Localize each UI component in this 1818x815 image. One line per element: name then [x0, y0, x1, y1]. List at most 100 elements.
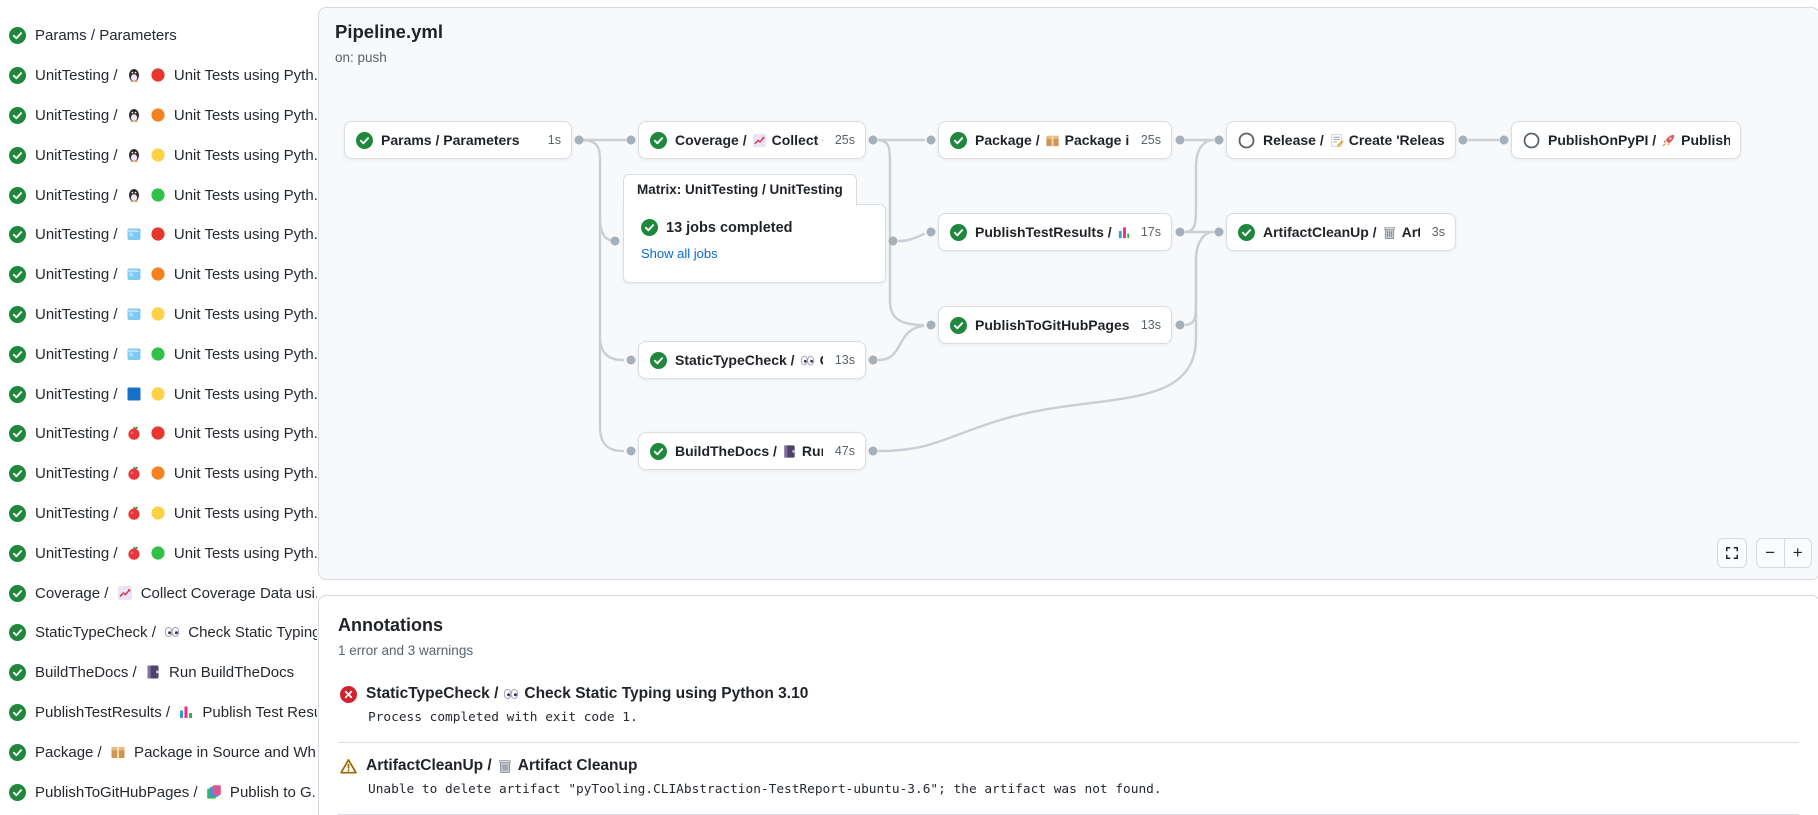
memo-icon	[1329, 133, 1344, 148]
success-icon	[9, 743, 26, 761]
job-node-statictypecheck[interactable]: StaticTypeCheck / Chec...13s	[638, 341, 866, 379]
eyes-icon	[800, 353, 815, 368]
sidebar-job-item[interactable]: UnitTesting / Unit Tests using Pyth...	[0, 96, 317, 136]
annotation-message: Unable to delete artifact "pyTooling.CLI…	[368, 782, 1162, 797]
annotation-title: StaticTypeCheck / Check Static Typing us…	[340, 685, 1799, 703]
dot-yellow-icon	[150, 147, 166, 163]
annotations-summary: 1 error and 3 warnings	[338, 643, 474, 658]
wastebasket-icon	[1382, 225, 1397, 240]
sidebar-job-item[interactable]: StaticTypeCheck / Check Static Typing...	[0, 613, 317, 653]
job-node-label: Package / Package in So...	[975, 132, 1129, 148]
job-node-label: StaticTypeCheck / Chec...	[675, 352, 823, 368]
sidebar-job-label: UnitTesting / Unit Tests using Pyth...	[35, 106, 317, 124]
job-duration: 3s	[1431, 225, 1445, 239]
success-icon	[950, 131, 967, 149]
success-icon	[9, 385, 26, 403]
sidebar-job-label: BuildTheDocs / Run BuildTheDocs	[35, 664, 295, 682]
job-node-publishonpypi[interactable]: PublishOnPyPI / Publish to ...	[1511, 121, 1741, 159]
sidebar-job-item[interactable]: Package / Package in Source and Wh...	[0, 732, 317, 772]
matrix-group-tab: Matrix: UnitTesting / UnitTesting	[623, 174, 857, 206]
success-icon	[1238, 223, 1255, 241]
dot-red-icon	[150, 226, 166, 242]
package-icon	[110, 744, 126, 760]
ice-icon	[126, 226, 142, 242]
annotations-panel: Annotations 1 error and 3 warnings Stati…	[318, 595, 1818, 815]
sidebar-job-item[interactable]: UnitTesting / Unit Tests using Pyth...	[0, 295, 317, 335]
sidebar-job-label: UnitTesting / Unit Tests using Pyth...	[35, 146, 317, 164]
job-node-coverage[interactable]: Coverage / Collect Cove...25s	[638, 121, 866, 159]
success-icon	[9, 186, 26, 204]
sidebar-job-item[interactable]: UnitTesting / Unit Tests using Pyth...	[0, 56, 317, 96]
zoom-out-button[interactable]: −	[1765, 543, 1776, 562]
job-node-release[interactable]: Release / Create 'Release P...	[1226, 121, 1456, 159]
success-icon	[9, 664, 26, 682]
success-icon	[9, 146, 26, 164]
dot-yellow-icon	[150, 505, 166, 521]
ice-icon	[126, 266, 142, 282]
sidebar-job-label: PublishTestResults / Publish Test Resu..…	[35, 703, 317, 721]
dot-yellow-icon	[150, 386, 166, 402]
success-icon	[650, 351, 667, 369]
sidebar-job-item[interactable]: UnitTesting / Unit Tests using Pyth...	[0, 215, 317, 255]
success-icon	[9, 544, 26, 562]
success-icon	[9, 584, 26, 602]
zoom-in-button[interactable]: +	[1783, 539, 1812, 567]
zoom-controls: − +	[1756, 538, 1812, 568]
sidebar-job-item[interactable]: UnitTesting / Unit Tests using Pyth...	[0, 494, 317, 534]
sidebar-job-item[interactable]: UnitTesting / Unit Tests using Pyth...	[0, 414, 317, 454]
dot-red-icon	[150, 425, 166, 441]
job-node-label: Release / Create 'Release P...	[1263, 132, 1445, 148]
sidebar-job-item[interactable]: UnitTesting / Unit Tests using Pyth...	[0, 533, 317, 573]
job-node-label: ArtifactCleanUp / Artifac...	[1263, 224, 1420, 240]
chart-increasing-icon	[117, 585, 133, 601]
job-node-publishtestresults[interactable]: PublishTestResults / Pu...17s	[938, 213, 1172, 251]
bar-chart-icon	[178, 704, 194, 720]
sidebar-job-item[interactable]: PublishTestResults / Publish Test Resu..…	[0, 693, 317, 733]
sidebar-job-item[interactable]: Coverage / Collect Coverage Data usi...	[0, 573, 317, 613]
error-icon	[340, 685, 357, 703]
linux-icon	[126, 67, 142, 83]
ice-icon	[126, 306, 142, 322]
job-node-label: Params / Parameters	[381, 132, 520, 148]
eyes-icon	[503, 686, 519, 702]
dot-orange-icon	[150, 266, 166, 282]
sidebar-job-label: Coverage / Collect Coverage Data usi...	[35, 584, 317, 602]
fullscreen-button[interactable]	[1717, 538, 1747, 568]
dot-orange-icon	[150, 107, 166, 123]
sidebar-job-item[interactable]: PublishToGitHubPages / Publish to G...	[0, 772, 317, 812]
job-duration: 17s	[1140, 225, 1161, 239]
success-icon	[650, 442, 667, 460]
sidebar-job-item[interactable]: UnitTesting / Unit Tests using Pyth...	[0, 374, 317, 414]
success-icon	[9, 703, 26, 721]
bluesquare-icon	[126, 386, 142, 402]
job-node-artifactcleanup[interactable]: ArtifactCleanUp / Artifac... 3s	[1226, 213, 1456, 251]
notebook-icon	[145, 664, 161, 680]
job-node-publishtogithubpages[interactable]: PublishToGitHubPages / ...13s	[938, 306, 1172, 344]
sidebar-job-item[interactable]: UnitTesting / Unit Tests using Pyth...	[0, 135, 317, 175]
apple-icon	[126, 465, 142, 481]
sidebar-job-label: Params / Parameters	[35, 27, 177, 45]
sidebar-job-item[interactable]: UnitTesting / Unit Tests using Pyth...	[0, 334, 317, 374]
sidebar-job-item[interactable]: Params / Parameters	[0, 16, 317, 56]
sidebar-job-label: UnitTesting / Unit Tests using Pyth...	[35, 345, 317, 363]
job-node-buildthedocs[interactable]: BuildTheDocs / Run Buil...47s	[638, 432, 866, 470]
sidebar-job-item[interactable]: BuildTheDocs / Run BuildTheDocs	[0, 653, 317, 693]
sidebar-job-label: UnitTesting / Unit Tests using Pyth...	[35, 186, 317, 204]
success-icon	[9, 305, 26, 323]
success-icon	[9, 226, 26, 244]
job-node-label: Coverage / Collect Cove...	[675, 132, 823, 148]
annotation-title: ArtifactCleanUp / Artifact Cleanup	[340, 757, 1799, 775]
sidebar-job-item[interactable]: UnitTesting / Unit Tests using Pyth...	[0, 175, 317, 215]
warning-icon	[340, 758, 357, 775]
job-node-package[interactable]: Package / Package in So...25s	[938, 121, 1172, 159]
sidebar-job-item[interactable]: UnitTesting / Unit Tests using Pyth...	[0, 255, 317, 295]
linux-icon	[126, 107, 142, 123]
sidebar-job-item[interactable]: UnitTesting / Unit Tests using Pyth...	[0, 454, 317, 494]
sidebar-job-label: UnitTesting / Unit Tests using Pyth...	[35, 504, 317, 522]
success-icon	[9, 504, 26, 522]
show-all-jobs-link[interactable]: Show all jobs	[641, 246, 718, 261]
matrix-group-card[interactable]: 13 jobs completed Show all jobs	[623, 204, 886, 283]
skipped-icon	[1238, 132, 1255, 149]
